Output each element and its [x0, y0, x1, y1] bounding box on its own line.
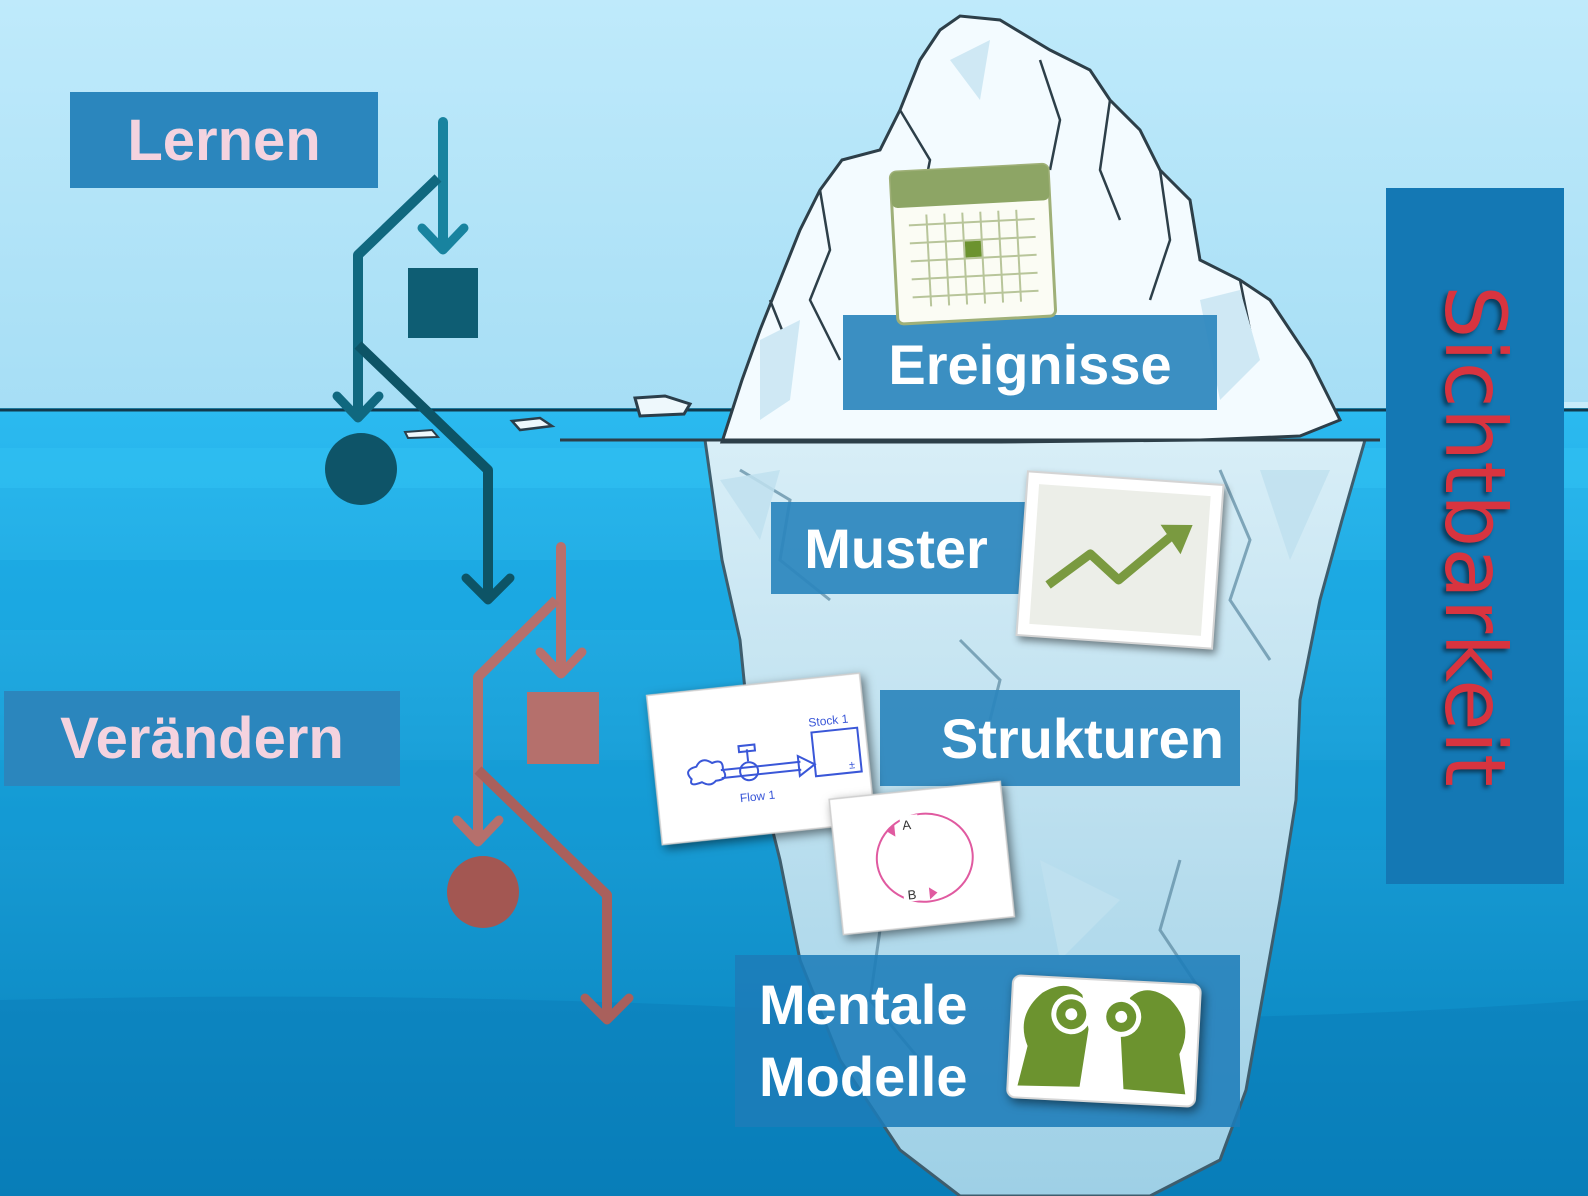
change-flow	[447, 542, 634, 1025]
structures-label: Strukturen	[940, 706, 1224, 770]
events-label: Ereignisse	[888, 333, 1172, 396]
patterns-box	[771, 502, 1031, 594]
mental-models-label: Mentale Modelle	[735, 955, 1005, 1127]
causal-loop-icon: A B	[828, 780, 1016, 936]
mental-models-line2: Modelle	[759, 1045, 968, 1108]
patterns-label: Muster	[804, 516, 988, 580]
change-square	[527, 692, 599, 764]
heads-gears-icon	[1006, 974, 1202, 1108]
change-label: Verändern	[60, 706, 344, 771]
structures-box	[880, 690, 1240, 786]
learn-box	[70, 92, 378, 188]
mental-models-line1: Mentale	[759, 973, 968, 1037]
ice-floes	[403, 394, 693, 440]
visibility-box	[1386, 188, 1564, 884]
loop-node-a: A	[901, 817, 912, 833]
change-box	[4, 691, 400, 786]
stock-flow-diagram-icon: Stock 1 Flow 1 ±	[645, 672, 876, 846]
stock-sign: ±	[848, 759, 855, 772]
learning-circle	[325, 433, 397, 505]
change-circle	[447, 856, 519, 928]
learn-label: Lernen	[127, 107, 321, 173]
loop-node-b: B	[907, 887, 917, 903]
learning-flow	[325, 117, 515, 605]
events-box	[843, 315, 1217, 410]
visibility-label: Sichtbarkeit	[1426, 285, 1524, 787]
stock-label: Stock 1	[808, 712, 850, 730]
flow-label: Flow 1	[739, 788, 776, 806]
calendar-icon	[888, 162, 1058, 326]
learning-square	[408, 268, 478, 338]
trend-chart-icon	[1015, 470, 1225, 650]
